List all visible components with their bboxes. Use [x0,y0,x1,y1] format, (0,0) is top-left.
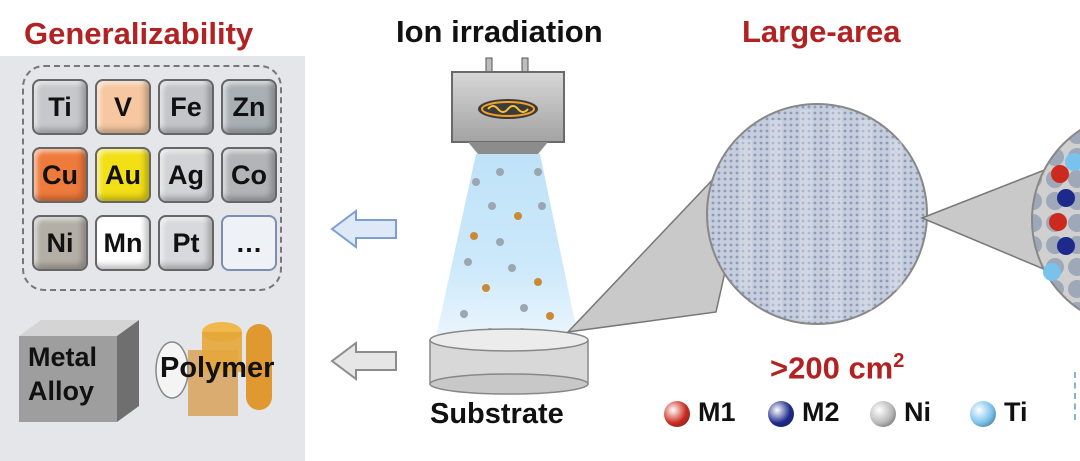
left-arrow-upper [330,209,397,249]
metal-alloy-label: Metal Alloy [28,340,97,408]
dashed-edge [1074,372,1080,420]
legend-ball-m1 [664,401,690,427]
metal-label: Metal [28,342,98,372]
generalizability-title: Generalizability [24,16,254,51]
legend-label-ti: Ti [1004,397,1028,427]
left-arrow-lower [330,341,397,381]
legend-ball-ti [970,401,996,427]
legend-ball-m2 [768,401,794,427]
large-area-zoom [565,103,1080,334]
element-tile-au: Au [95,147,151,203]
element-tile-pt: Pt [158,215,214,271]
element-tile-zn: Zn [221,79,277,135]
legend-label-ni: Ni [904,397,931,427]
element-tile-ag: Ag [158,147,214,203]
ion-irradiation-title: Ion irradiation [396,14,603,49]
element-tile-v: V [95,79,151,135]
metal-alloy-cube [19,320,139,422]
polymer-shapes [155,322,272,416]
substrate-label: Substrate [430,398,564,430]
area-label: >200 cm2 [770,350,904,386]
element-tile-co: Co [221,147,277,203]
element-tile-mn: Mn [95,215,151,271]
legend-label-m1: M1 [698,397,736,427]
large-area-title: Large-area [742,14,901,49]
element-tile-fe: Fe [158,79,214,135]
element-tile-more: … [221,215,277,271]
element-tile-ti: Ti [32,79,88,135]
area-value: >200 cm [770,350,894,386]
area-superscript: 2 [893,350,905,372]
polymer-label: Polymer [160,352,275,384]
legend-ball-ni [870,401,896,427]
element-tile-ni: Ni [32,215,88,271]
ion-irradiation-setup [429,57,589,395]
element-tile-cu: Cu [32,147,88,203]
legend-label-m2: M2 [802,397,840,427]
alloy-label: Alloy [28,376,95,406]
